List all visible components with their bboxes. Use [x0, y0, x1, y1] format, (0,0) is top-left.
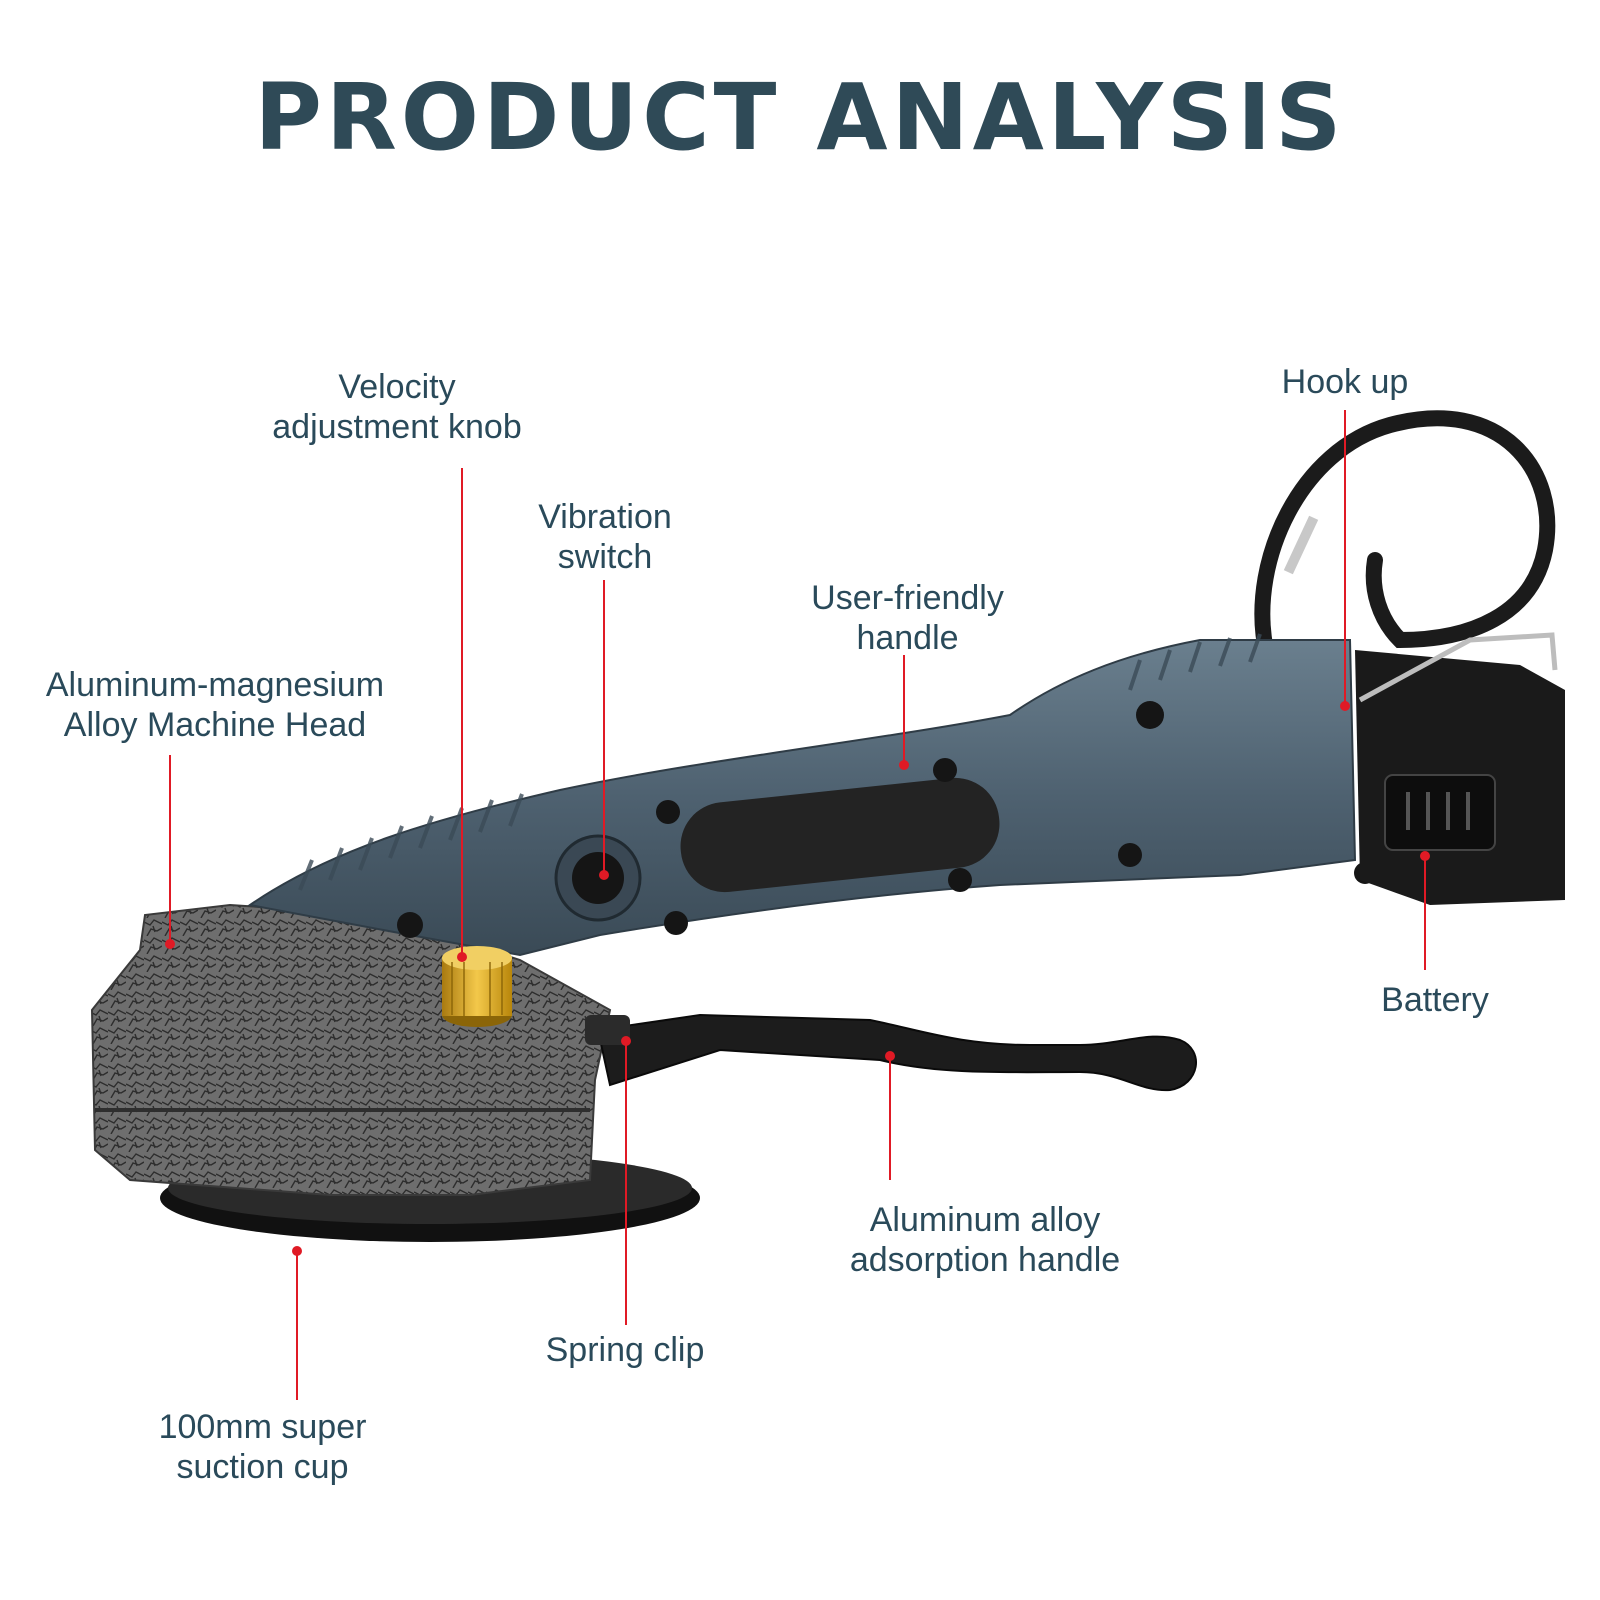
marker-dot-adsorption-handle [885, 1051, 895, 1061]
marker-dot-hook-up [1340, 701, 1350, 711]
label-user-friendly-handle: User-friendly handle [795, 578, 1020, 658]
label-line: Vibration [538, 498, 672, 536]
leader-line-spring-clip [625, 1040, 627, 1325]
lanyard-strap [1254, 410, 1556, 653]
marker-dot-user-friendly-handle [899, 760, 909, 770]
vibration-switch-shape [554, 834, 642, 922]
label-line: Velocity [338, 368, 456, 406]
label-line: Aluminum alloy [869, 1201, 1101, 1239]
label-line: Aluminum-magnesium [45, 666, 385, 704]
label-line: 100mm super [158, 1408, 367, 1446]
label-spring-clip: Spring clip [525, 1330, 725, 1370]
label-adsorption-handle: Aluminum alloy adsorption handle [830, 1200, 1140, 1280]
marker-dot-machine-head [165, 939, 175, 949]
label-line: Spring clip [545, 1331, 705, 1369]
marker-dot-battery [1420, 851, 1430, 861]
label-velocity-knob: Velocity adjustment knob [257, 367, 537, 447]
hook-shape [1358, 632, 1558, 703]
leader-line-suction-cup [296, 1250, 298, 1400]
leader-line-vibration-switch [603, 580, 605, 874]
label-line: handle [856, 619, 959, 657]
label-battery: Battery [1370, 980, 1500, 1020]
leader-line-velocity-knob [461, 468, 463, 956]
label-line: Battery [1381, 981, 1489, 1019]
leader-line-battery [1424, 855, 1426, 970]
adsorption-handle-shape [596, 1013, 1197, 1092]
marker-dot-vibration-switch [599, 870, 609, 880]
leader-line-user-friendly-handle [903, 655, 905, 765]
label-suction-cup: 100mm super suction cup [140, 1407, 385, 1487]
marker-dot-velocity-knob [457, 952, 467, 962]
spring-clip-shape [585, 1015, 630, 1045]
leader-line-machine-head [169, 755, 171, 943]
page-title: PRODUCT ANALYSIS [254, 64, 1346, 171]
velocity-knob-shape [442, 946, 512, 1027]
label-line: adjustment knob [272, 408, 522, 446]
label-line: Alloy Machine Head [63, 706, 367, 744]
label-line: suction cup [176, 1448, 349, 1486]
leader-line-adsorption-handle [889, 1055, 891, 1180]
label-line: Hook up [1281, 363, 1409, 401]
label-line: switch [557, 538, 653, 576]
marker-dot-spring-clip [621, 1036, 631, 1046]
label-vibration-switch: Vibration switch [525, 497, 685, 577]
leader-line-hook-up [1344, 410, 1346, 706]
label-machine-head: Aluminum-magnesium Alloy Machine Head [20, 665, 410, 745]
battery-shape [1355, 650, 1565, 905]
label-line: User-friendly [811, 579, 1004, 617]
marker-dot-suction-cup [292, 1246, 302, 1256]
label-hook-up: Hook up [1270, 362, 1420, 402]
label-line: adsorption handle [849, 1241, 1121, 1279]
